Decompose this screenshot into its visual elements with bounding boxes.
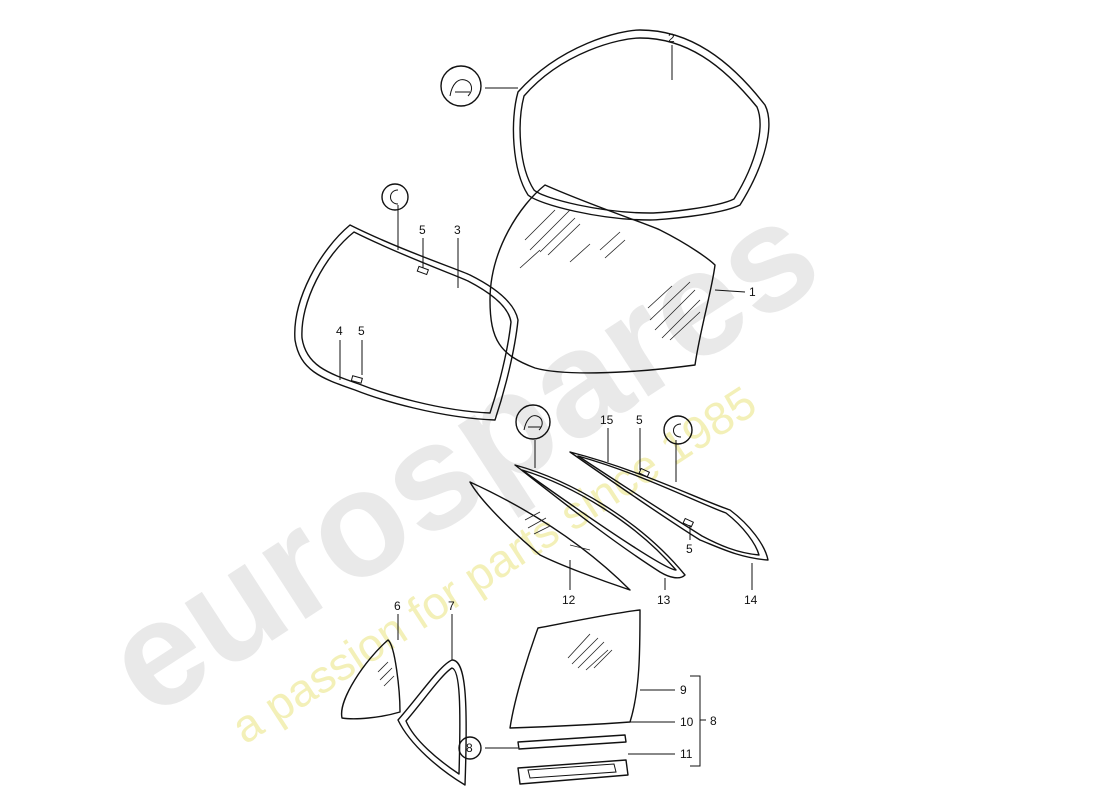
callout-6: 6	[394, 599, 401, 613]
callout-7: 7	[448, 599, 455, 613]
watermark-brand: eurospares	[76, 165, 846, 746]
part-14-quarter-seal	[569, 451, 769, 561]
part-2-windshield-seal	[512, 29, 770, 221]
callout-12: 12	[562, 593, 576, 607]
watermark: eurospares a passion for parts since 198…	[76, 165, 846, 753]
part-6-vent-glass	[340, 639, 401, 720]
callout-5: 5	[686, 542, 693, 556]
callout-8-circled: 8	[466, 741, 473, 755]
clip-symbol-icon	[663, 415, 693, 445]
callout-8: 8	[710, 714, 717, 728]
part-12-quarter-glass	[469, 481, 631, 591]
callout-1: 1	[749, 285, 756, 299]
callout-4: 4	[336, 324, 343, 338]
callout-9: 9	[680, 683, 687, 697]
callout-13: 13	[657, 593, 671, 607]
part-3-rear-seal	[294, 224, 519, 421]
part-9-door-glass	[509, 609, 641, 729]
callout-11: 11	[680, 747, 693, 761]
part-7-vent-seal	[397, 659, 467, 786]
callout-3: 3	[454, 223, 461, 237]
clip-symbol-icon	[381, 183, 409, 211]
adhesive-symbol-icon	[440, 65, 482, 107]
callout-15: 15	[600, 413, 614, 427]
part-13-quarter-seal	[514, 464, 686, 579]
callout-14: 14	[744, 593, 758, 607]
part-1-windshield-glass	[489, 184, 716, 374]
callouts: 2 1 3 5 4 5 15 5 5 12 13 14 6 7 9 10 8 1…	[336, 31, 758, 761]
callout-2: 2	[668, 31, 675, 45]
part-10-door-strip	[517, 734, 627, 750]
adhesive-symbol-icon	[515, 404, 551, 440]
leader-lines	[339, 45, 753, 767]
callout-5: 5	[358, 324, 365, 338]
callout-10: 10	[680, 715, 694, 729]
callout-5: 5	[636, 413, 643, 427]
part-11-door-channel	[517, 759, 629, 785]
callout-5: 5	[419, 223, 426, 237]
callout-8-circle: 8	[458, 736, 482, 760]
